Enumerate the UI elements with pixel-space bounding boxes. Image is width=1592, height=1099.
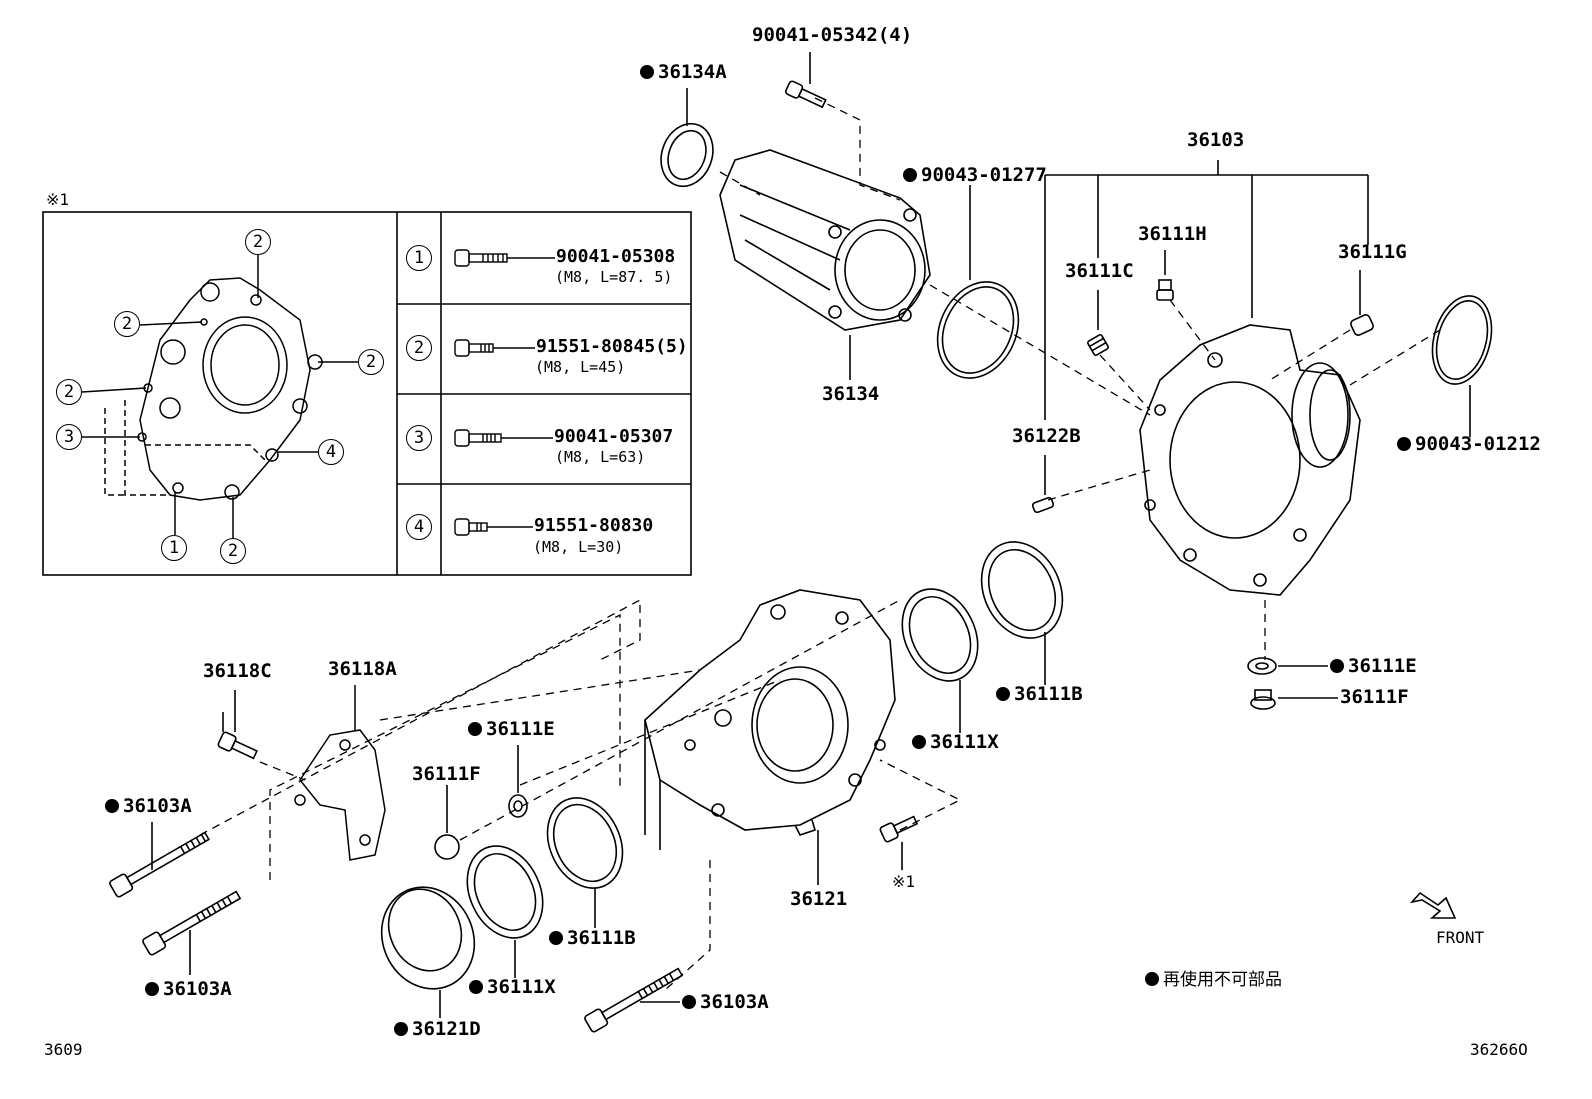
plug-36111H bbox=[1156, 279, 1174, 301]
inset-callout-1: 1 bbox=[161, 535, 187, 561]
bolt-marker-1 bbox=[879, 815, 919, 843]
part-label-36118A: 36118A bbox=[328, 658, 397, 680]
washer-36111E-right bbox=[1247, 657, 1328, 675]
part-label-90043-01277: 90043-01277 bbox=[903, 166, 1047, 185]
transfer-case-36103 bbox=[1139, 324, 1361, 596]
bolt-36103A-bottom bbox=[584, 967, 684, 1033]
inset-row-1-number: 1 bbox=[406, 245, 432, 271]
part-label-36121D: 36121D bbox=[394, 1020, 481, 1039]
inset-row-2-part: 91551-80845(5) bbox=[536, 336, 688, 357]
bracket-36118A bbox=[294, 685, 386, 861]
seal-36111B-upper bbox=[980, 541, 1064, 685]
footer-left-code: 3609 bbox=[44, 1040, 83, 1059]
bolt-top bbox=[784, 80, 827, 109]
front-arrow-icon bbox=[1409, 891, 1457, 919]
inset-frame bbox=[42, 211, 692, 576]
inset-callout-3: 3 bbox=[56, 424, 82, 450]
inset-row-4-spec: (M8, L=30) bbox=[533, 538, 624, 556]
part-label-36111E-right: 36111E bbox=[1330, 657, 1417, 676]
part-label-36134: 36134 bbox=[822, 383, 880, 405]
o-ring-90043-01277 bbox=[936, 185, 1020, 379]
inset-row-1-spec: (M8, L=87. 5) bbox=[555, 268, 673, 286]
part-label-36103: 36103 bbox=[1187, 129, 1245, 151]
bolt-marker-label: ※1 bbox=[892, 872, 916, 891]
inset-row-3-part: 90041-05307 bbox=[554, 426, 674, 447]
inset-callout-2-top: 2 bbox=[245, 229, 271, 255]
inset-row-2-number: 2 bbox=[406, 335, 432, 361]
part-label-36122B: 36122B bbox=[1012, 425, 1081, 447]
cover-36121D bbox=[380, 886, 476, 1018]
part-label-36111E-left: 36111E bbox=[468, 720, 555, 739]
assembly-lines bbox=[199, 97, 1441, 991]
part-label-36111F-right: 36111F bbox=[1340, 686, 1409, 708]
washer-36111E-left bbox=[508, 745, 528, 818]
plug-36111C bbox=[1087, 334, 1109, 356]
part-label-36111G: 36111G bbox=[1338, 241, 1407, 263]
part-label-36111F-left: 36111F bbox=[412, 763, 481, 785]
seal-36111X-upper bbox=[901, 588, 979, 733]
part-label-36111H: 36111H bbox=[1138, 223, 1207, 245]
plug-36111G bbox=[1350, 314, 1374, 336]
inset-callout-4: 4 bbox=[318, 439, 344, 465]
inset-row-3-number: 3 bbox=[406, 425, 432, 451]
part-label-90043-01212: 90043-01212 bbox=[1397, 435, 1541, 454]
plug-36111F-left bbox=[434, 785, 460, 860]
pin-36122B bbox=[1031, 496, 1055, 514]
inset-callout-2-bottom: 2 bbox=[220, 538, 246, 564]
extension-housing-36134 bbox=[719, 149, 931, 380]
o-ring-90043-01212 bbox=[1431, 295, 1493, 437]
legend-non-reusable: 再使用不可部品 bbox=[1145, 965, 1282, 990]
inset-row-4-part: 91551-80830 bbox=[534, 515, 654, 536]
seal-36111B-lower bbox=[546, 797, 624, 928]
part-label-90041-05342: 90041-05342(4) bbox=[752, 24, 913, 46]
part-label-36111B-lower: 36111B bbox=[549, 929, 636, 948]
part-label-36121: 36121 bbox=[790, 888, 848, 910]
part-label-36111X-lower: 36111X bbox=[469, 978, 556, 997]
inset-row-4-number: 4 bbox=[406, 514, 432, 540]
bolt-36103A-lower bbox=[142, 890, 242, 956]
inset-bolts bbox=[454, 249, 555, 536]
seal-36134A bbox=[660, 88, 714, 188]
inset-callout-2-left-upper: 2 bbox=[114, 311, 140, 337]
inset-callout-2-left-lower: 2 bbox=[56, 379, 82, 405]
inset-housing bbox=[81, 255, 358, 538]
inset-row-3-spec: (M8, L=63) bbox=[555, 448, 646, 466]
part-label-36103A-upper: 36103A bbox=[105, 797, 192, 816]
footer-right-code: 36266O bbox=[1470, 1040, 1528, 1059]
part-label-36111C: 36111C bbox=[1065, 260, 1134, 282]
front-housing-36121 bbox=[644, 589, 896, 885]
plug-36111F-right bbox=[1250, 689, 1338, 710]
part-label-36103A-bottom: 36103A bbox=[682, 993, 769, 1012]
part-label-36111X-upper: 36111X bbox=[912, 733, 999, 752]
bolt-36103A-upper bbox=[109, 831, 210, 898]
front-label: FRONT bbox=[1436, 928, 1485, 947]
inset-row-1-part: 90041-05308 bbox=[556, 246, 676, 267]
part-label-36111B-upper: 36111B bbox=[996, 685, 1083, 704]
seal-36111X-lower bbox=[466, 845, 544, 978]
bracket-36103 bbox=[1044, 160, 1369, 495]
bolt-36118C bbox=[217, 712, 258, 760]
inset-row-2-spec: (M8, L=45) bbox=[535, 358, 626, 376]
part-label-36103A-lower: 36103A bbox=[145, 980, 232, 999]
inset-marker: ※1 bbox=[46, 190, 70, 209]
part-label-36134A: 36134A bbox=[640, 63, 727, 82]
inset-callout-2-right: 2 bbox=[358, 349, 384, 375]
part-label-36118C: 36118C bbox=[203, 660, 272, 682]
